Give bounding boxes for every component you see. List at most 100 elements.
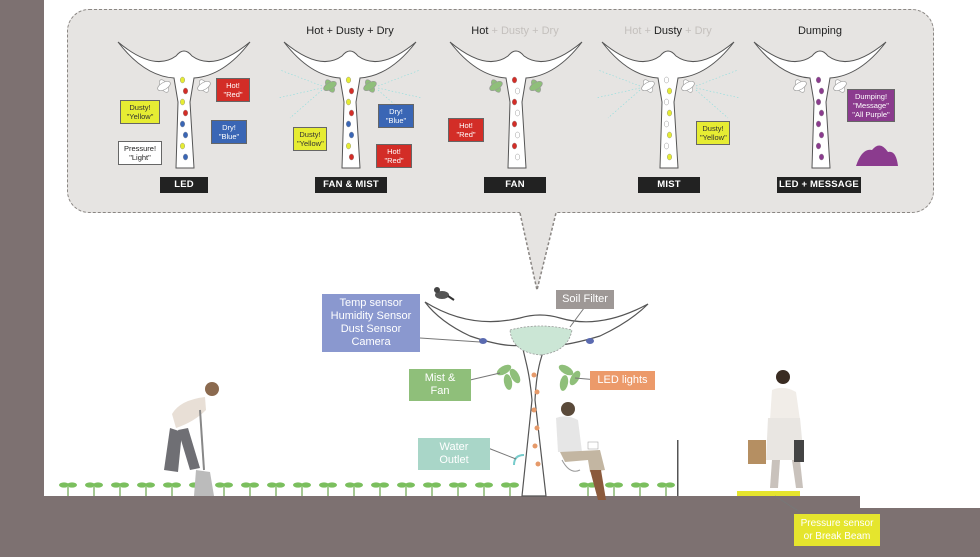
sprout-icon bbox=[267, 482, 285, 496]
led-dot bbox=[179, 142, 185, 150]
led-dot bbox=[515, 153, 521, 161]
sprout-icon bbox=[59, 482, 77, 496]
led-lights-label: LED lights bbox=[590, 371, 655, 390]
led-dot bbox=[819, 131, 825, 139]
led-message-button[interactable]: LED + MESSAGE bbox=[777, 177, 861, 193]
sprout-icon bbox=[345, 482, 363, 496]
sprout-icon bbox=[423, 482, 441, 496]
led-dot bbox=[346, 76, 352, 84]
led-dot bbox=[664, 142, 670, 150]
led-dot bbox=[819, 153, 825, 161]
panel-1-tree bbox=[117, 41, 251, 169]
sprout-icon bbox=[319, 482, 337, 496]
water-outlet-icon bbox=[513, 454, 525, 466]
sprout-icon bbox=[163, 482, 181, 496]
tree-outline bbox=[753, 41, 887, 169]
bird-icon bbox=[434, 287, 455, 301]
led-dot bbox=[667, 131, 673, 139]
sprout-icon bbox=[85, 482, 103, 496]
tree-outline bbox=[449, 41, 583, 169]
led-dot bbox=[819, 87, 825, 95]
sensors-label: Temp sensor Humidity Sensor Dust Sensor … bbox=[322, 294, 420, 352]
tag-dusty-yellow-2: Dusty! "Yellow" bbox=[293, 127, 327, 151]
ground-step bbox=[860, 508, 980, 557]
tree-outline bbox=[283, 41, 417, 169]
led-dot bbox=[512, 98, 518, 106]
tag-dusty-yellow-4: Dusty! "Yellow" bbox=[696, 121, 730, 145]
led-dot bbox=[515, 131, 521, 139]
tag-hot-red-3: Hot! "Red" bbox=[448, 118, 484, 142]
panel-4-title: Hot + Dusty + Dry bbox=[624, 25, 712, 37]
sensor-left-icon bbox=[479, 338, 487, 344]
led-dot bbox=[182, 153, 188, 161]
led-dot bbox=[349, 131, 355, 139]
tag-pressure-light: Pressure! "Light" bbox=[118, 141, 162, 165]
soil-filter-label: Soil Filter bbox=[556, 290, 614, 309]
sprout-icon bbox=[605, 482, 623, 496]
ground bbox=[44, 496, 860, 557]
panel-5-tree bbox=[753, 41, 887, 169]
post bbox=[677, 440, 679, 496]
led-dot bbox=[816, 120, 822, 128]
sitting-person-figure bbox=[556, 402, 606, 500]
fan-icon bbox=[833, 79, 847, 93]
sprout-icon bbox=[449, 482, 467, 496]
fan-icon bbox=[529, 79, 543, 93]
panel-5-title: Dumping bbox=[797, 25, 843, 37]
pressure-sensor-label: Pressure sensor or Break Beam bbox=[794, 514, 880, 546]
panel-4-tree bbox=[601, 41, 735, 169]
led-dot bbox=[667, 109, 673, 117]
led-dot bbox=[512, 76, 518, 84]
led-dot bbox=[179, 120, 185, 128]
sprout-icon bbox=[657, 482, 675, 496]
led-dot bbox=[349, 153, 355, 161]
led-dot bbox=[816, 142, 822, 150]
fan-icon bbox=[157, 79, 171, 93]
led-dot bbox=[182, 109, 188, 117]
sprout-icon bbox=[631, 482, 649, 496]
tree-outline bbox=[601, 41, 735, 169]
sprout-icon bbox=[215, 482, 233, 496]
mist-lines bbox=[595, 69, 741, 119]
sprout-icon bbox=[241, 482, 259, 496]
main-tree-fan-right-icon bbox=[558, 364, 581, 391]
tag-dry-blue: Dry! "Blue" bbox=[211, 120, 247, 144]
walking-person-figure bbox=[748, 370, 804, 488]
fan-icon bbox=[197, 79, 211, 93]
sprout-icon bbox=[475, 482, 493, 496]
fan-button[interactable]: FAN bbox=[484, 177, 546, 193]
trash-pile-icon bbox=[856, 145, 898, 166]
led-dot bbox=[664, 76, 670, 84]
led-dot bbox=[179, 76, 185, 84]
led-dot bbox=[346, 98, 352, 106]
mist-fan-label: Mist & Fan bbox=[409, 369, 471, 401]
led-dot bbox=[816, 76, 822, 84]
pressure-sensor-mat bbox=[737, 491, 800, 496]
sensor-right-icon bbox=[586, 338, 594, 344]
led-dot bbox=[512, 120, 518, 128]
panel-3-title: Hot + Dusty + Dry bbox=[471, 25, 559, 37]
tree-outline bbox=[117, 41, 251, 169]
main-tree-fan-left-icon bbox=[496, 364, 521, 390]
led-dot bbox=[515, 109, 521, 117]
panel-3-tree bbox=[449, 41, 583, 169]
fan-mist-button[interactable]: FAN & MIST bbox=[315, 177, 387, 193]
fan-icon bbox=[363, 79, 377, 93]
sprout-row bbox=[59, 482, 675, 496]
led-button[interactable]: LED bbox=[160, 177, 208, 193]
led-dot bbox=[512, 142, 518, 150]
led-dot bbox=[346, 120, 352, 128]
fan-icon bbox=[489, 79, 503, 93]
fan-icon bbox=[323, 79, 337, 93]
led-dot bbox=[515, 87, 521, 95]
led-dot bbox=[182, 87, 188, 95]
sprout-icon bbox=[397, 482, 415, 496]
fan-icon bbox=[641, 79, 655, 93]
led-dot bbox=[349, 87, 355, 95]
gardener-figure bbox=[164, 382, 219, 496]
mist-button[interactable]: MIST bbox=[638, 177, 700, 193]
water-outlet-label: Water Outlet bbox=[418, 438, 490, 470]
tag-dry-blue-2: Dry! "Blue" bbox=[378, 104, 414, 128]
